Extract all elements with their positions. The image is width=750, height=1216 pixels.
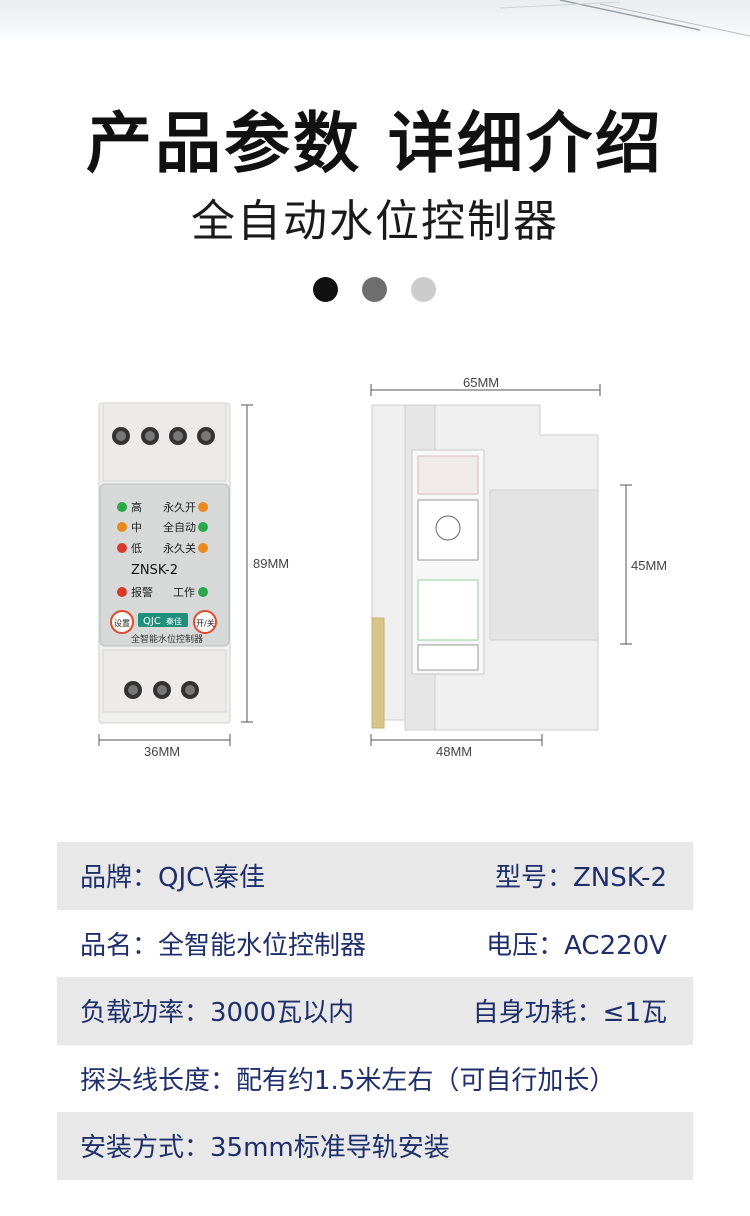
spec-voltage: 电压：AC220V: [486, 930, 667, 961]
indicator-high: 高: [131, 500, 142, 514]
indicator-mid: 中: [131, 521, 142, 534]
indicator-work: 工作: [173, 586, 195, 599]
front-width-label: 36MM: [144, 744, 180, 759]
dimension-diagram: 高 中 低 报警 永久开 全自动 永久关 工作 ZNSK-2 设置 开/关 QJ…: [98, 375, 667, 759]
carousel-dots: [313, 277, 436, 302]
power-button-label: 开/关: [196, 618, 215, 628]
indicator-always-on: 永久开: [163, 500, 196, 514]
spec-row: 品牌：QJC\秦佳 型号：ZNSK-2: [57, 842, 693, 910]
bottom-terminals: [124, 681, 199, 699]
side-top-width-label: 65MM: [463, 375, 499, 390]
model-label: ZNSK-2: [131, 563, 178, 578]
spec-brand: 品牌：QJC\秦佳: [80, 863, 266, 894]
dot-1: [313, 277, 338, 302]
front-height-label: 89MM: [253, 556, 289, 571]
page-headline: 产品参数 详细介绍: [86, 105, 664, 182]
side-bottom-width-label: 48MM: [436, 744, 472, 759]
spec-row: 探头线长度：配有约1.5米左右（可自行加长）: [57, 1044, 693, 1112]
top-terminals: [112, 427, 215, 445]
top-banner-band: [0, 0, 750, 42]
spec-row: 安装方式：35mm标准导轨安装: [57, 1112, 693, 1180]
spec-probe-length: 探头线长度：配有约1.5米左右（可自行加长）: [80, 1065, 616, 1096]
indicator-always-off: 永久关: [163, 541, 196, 555]
spec-installation: 安装方式：35mm标准导轨安装: [80, 1133, 450, 1164]
decorative-lines: [499, 0, 750, 37]
spec-row: 品名：全智能水位控制器 电压：AC220V: [57, 909, 693, 977]
spec-row: 负载功率：3000瓦以内 自身功耗：≤1瓦: [57, 977, 693, 1045]
front-view: 高 中 低 报警 永久开 全自动 永久关 工作 ZNSK-2 设置 开/关 QJ…: [98, 402, 289, 759]
brand-logo: QJC: [143, 616, 161, 627]
side-view: 65MM 48MM 45MM: [370, 375, 667, 759]
side-height-label: 45MM: [631, 558, 667, 573]
setting-button: [110, 610, 134, 634]
spec-load-power: 负载功率：3000瓦以内: [80, 998, 355, 1029]
product-subtitle: 全自动水位控制器: [191, 196, 559, 247]
product-label: 全智能水位控制器: [131, 633, 203, 645]
dot-2: [362, 277, 387, 302]
brand-name-cn: 秦佳: [166, 616, 182, 626]
indicator-low: 低: [131, 542, 142, 555]
indicator-alarm: 报警: [131, 585, 153, 599]
dot-3: [411, 277, 436, 302]
spec-self-consumption: 自身功耗：≤1瓦: [472, 998, 667, 1029]
spec-product-name: 品名：全智能水位控制器: [80, 930, 367, 961]
indicator-auto: 全自动: [163, 520, 196, 534]
spec-model: 型号：ZNSK-2: [494, 863, 667, 894]
power-button: [193, 610, 217, 634]
spec-table: 品牌：QJC\秦佳 型号：ZNSK-2 品名：全智能水位控制器 电压：AC220…: [57, 842, 693, 1180]
setting-button-label: 设置: [114, 618, 130, 628]
